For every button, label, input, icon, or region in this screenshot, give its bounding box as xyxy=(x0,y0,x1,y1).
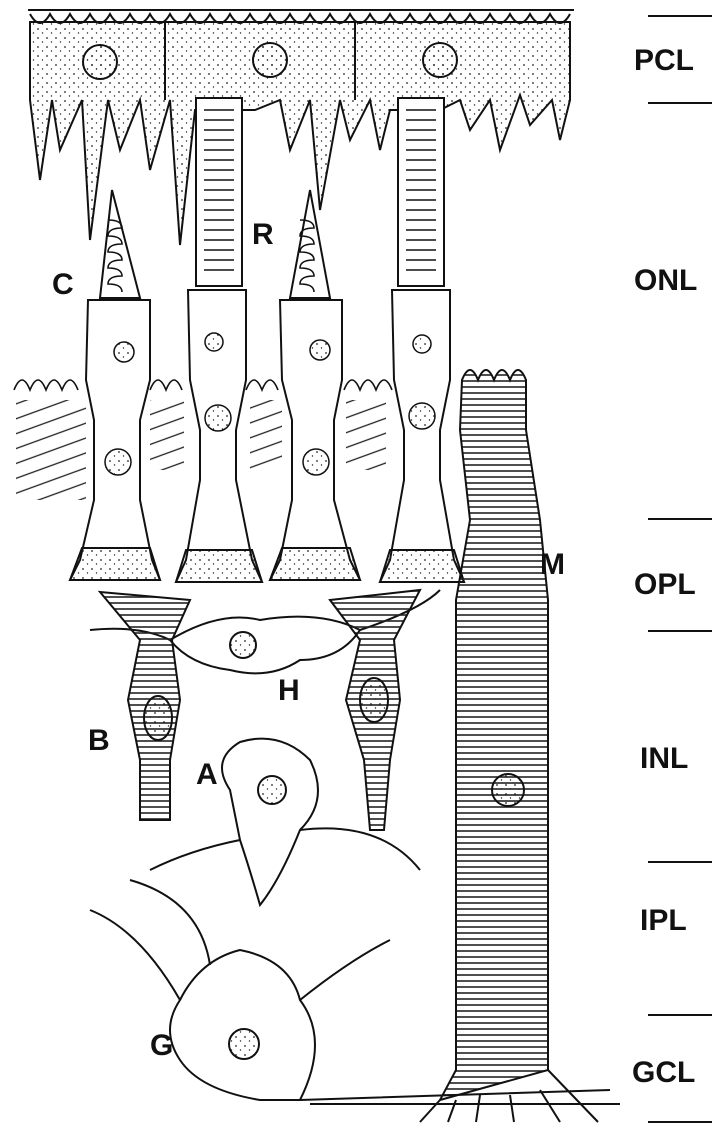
layer-label-inl: INL xyxy=(640,742,688,775)
cone-label: C xyxy=(52,268,74,301)
ganglion-label: G xyxy=(150,1029,173,1062)
rod-label: R xyxy=(252,218,274,251)
muller-label: M xyxy=(540,548,565,581)
bipolar-label: B xyxy=(88,724,110,757)
layer-label-opl: OPL xyxy=(634,568,696,601)
layer-label-onl: ONL xyxy=(634,264,697,297)
photoreceptor-terminals xyxy=(70,548,464,582)
layer-label-ipl: IPL xyxy=(640,904,687,937)
muller-cell xyxy=(420,370,598,1122)
horizontal-label: H xyxy=(278,674,300,707)
layer-label-pcl: PCL xyxy=(634,44,694,77)
layer-label-gcl: GCL xyxy=(632,1056,695,1089)
amacrine-label: A xyxy=(196,758,218,791)
layer-labels: PCL ONL OPL INL IPL GCL xyxy=(632,44,697,1089)
